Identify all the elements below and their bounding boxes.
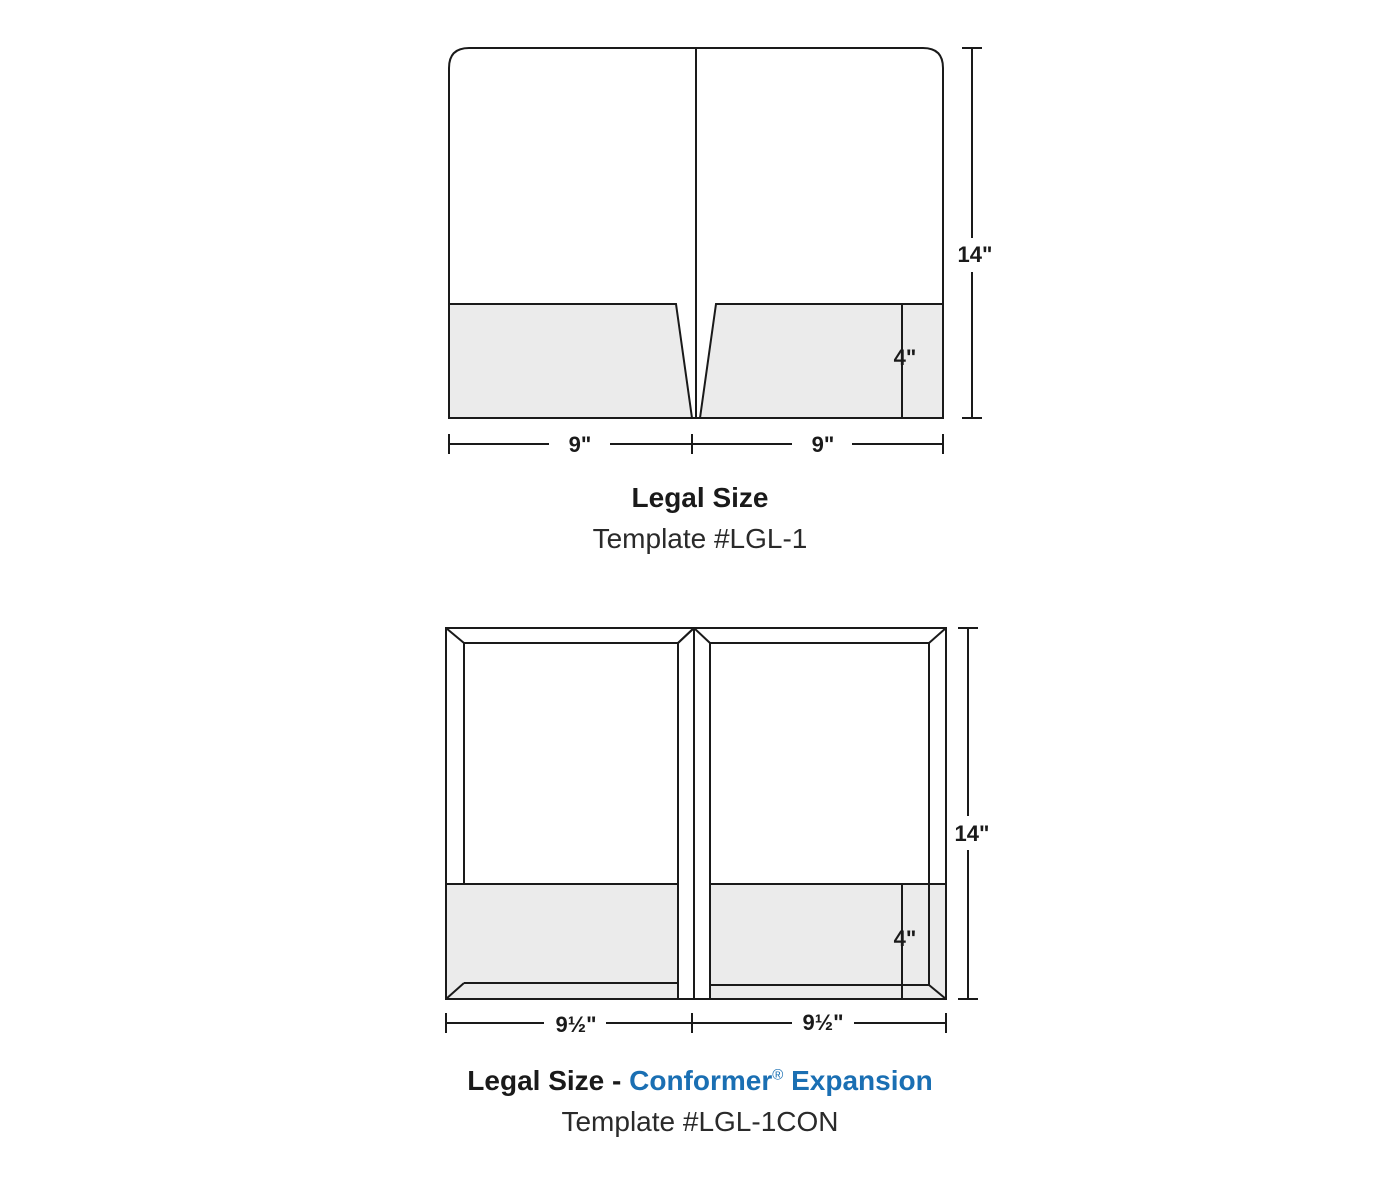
folder-2-right-bevel-tl — [693, 627, 711, 644]
folder-1-height-label: 14" — [958, 242, 993, 267]
folder-2-left-pocket — [446, 884, 678, 999]
folder-1-left-width-label: 9" — [569, 432, 592, 457]
folder-2 — [445, 627, 978, 1033]
folder-2-right-panel-inner — [709, 642, 930, 999]
folder-1-template: Template #LGL-1 — [592, 523, 808, 554]
folder-1-title: Legal Size — [631, 482, 769, 513]
registered-mark: ® — [772, 1066, 784, 1084]
folder-2-pocket-label: 4" — [894, 926, 917, 951]
folder-1-left-pocket — [448, 303, 694, 419]
folder-2-left-width-label: 9½" — [555, 1012, 596, 1037]
folder-1-caption: Legal Size Template #LGL-1 — [0, 481, 1400, 556]
folder-2-right-bevel-tr — [928, 627, 947, 644]
folder-2-left-panel-inner — [463, 642, 679, 999]
folder-2-left-gusset — [677, 627, 695, 644]
folder-2-right-bevel-br — [928, 984, 947, 1000]
folder-2-title-prefix: Legal Size - — [467, 1065, 630, 1096]
folder-2-right-width-label: 9½" — [802, 1010, 843, 1035]
folder-2-height-label: 14" — [955, 821, 990, 846]
folder-1-pocket-label: 4" — [894, 345, 917, 370]
folder-2-left-bevel-tl — [445, 627, 465, 644]
folder-2-outline — [445, 627, 947, 1000]
folder-2-right-pocket — [710, 884, 946, 999]
folder-1-right-pocket — [698, 303, 944, 419]
folder-2-title: Legal Size - Conformer® Expansion — [0, 1064, 1400, 1098]
folder-2-title-accent: Conformer — [629, 1065, 773, 1096]
folder-1-right-width-label: 9" — [812, 432, 835, 457]
folder-1 — [448, 47, 982, 454]
folder-2-left-bevel-bl — [445, 982, 465, 1000]
folder-2-title-suffix: Expansion — [783, 1065, 933, 1096]
folder-2-caption: Legal Size - Conformer® Expansion Templa… — [0, 1064, 1400, 1139]
folder-2-template: Template #LGL-1CON — [561, 1106, 839, 1137]
